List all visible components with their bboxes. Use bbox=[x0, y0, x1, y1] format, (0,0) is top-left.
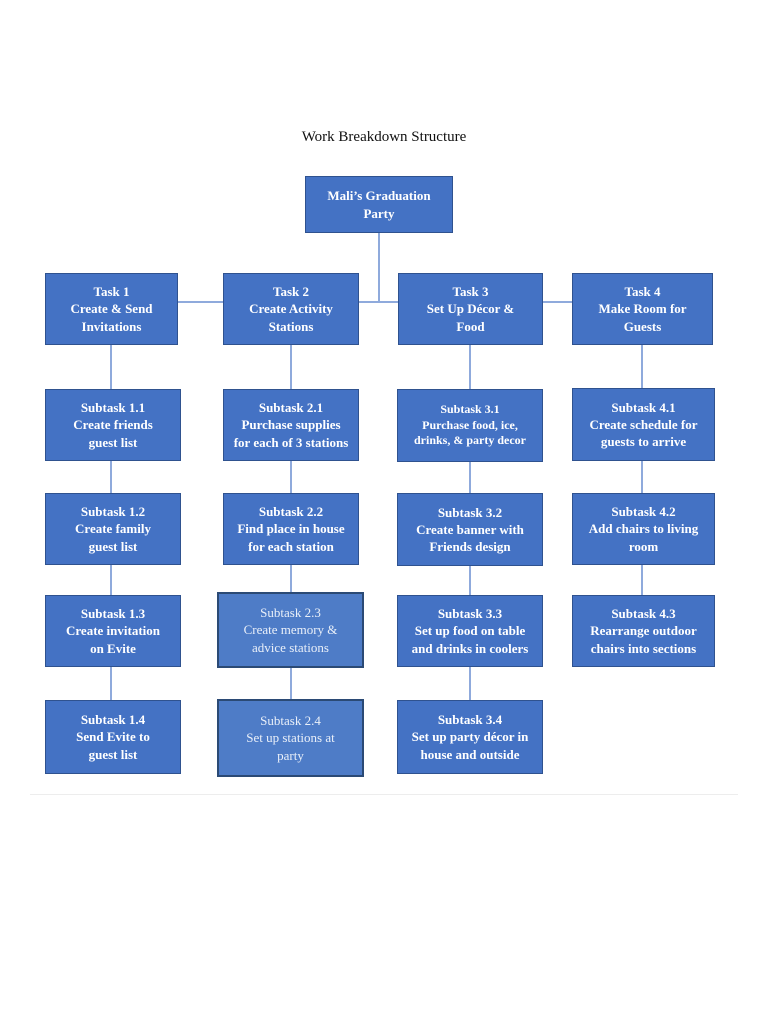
subtask-3-4-node: Subtask 3.4 Set up party décor in house … bbox=[397, 700, 543, 774]
connector-column-4 bbox=[641, 345, 643, 595]
task-3-node: Task 3 Set Up Décor & Food bbox=[398, 273, 543, 345]
subtask-4-1-node: Subtask 4.1 Create schedule for guests t… bbox=[572, 388, 715, 461]
subtask-2-2-node: Subtask 2.2 Find place in house for each… bbox=[223, 493, 359, 565]
subtask-3-1-node: Subtask 3.1 Purchase food, ice, drinks, … bbox=[397, 389, 543, 462]
subtask-2-3-node: Subtask 2.3 Create memory & advice stati… bbox=[217, 592, 364, 668]
subtask-4-3-node: Subtask 4.3 Rearrange outdoor chairs int… bbox=[572, 595, 715, 667]
subtask-4-2-node: Subtask 4.2 Add chairs to living room bbox=[572, 493, 715, 565]
subtask-2-4-node: Subtask 2.4 Set up stations at party bbox=[217, 699, 364, 777]
subtask-3-3-node: Subtask 3.3 Set up food on table and dri… bbox=[397, 595, 543, 667]
subtask-1-2-node: Subtask 1.2 Create family guest list bbox=[45, 493, 181, 565]
subtask-1-1-node: Subtask 1.1 Create friends guest list bbox=[45, 389, 181, 461]
subtask-3-2-node: Subtask 3.2 Create banner with Friends d… bbox=[397, 493, 543, 566]
page-boundary-line bbox=[30, 794, 738, 795]
connector-root-drop bbox=[378, 233, 380, 302]
task-1-node: Task 1 Create & Send Invitations bbox=[45, 273, 178, 345]
subtask-2-1-node: Subtask 2.1 Purchase supplies for each o… bbox=[223, 389, 359, 461]
page-title: Work Breakdown Structure bbox=[301, 129, 467, 145]
task-2-node: Task 2 Create Activity Stations bbox=[223, 273, 359, 345]
subtask-1-4-node: Subtask 1.4 Send Evite to guest list bbox=[45, 700, 181, 774]
task-4-node: Task 4 Make Room for Guests bbox=[572, 273, 713, 345]
connector-task-rail bbox=[178, 301, 572, 303]
subtask-1-3-node: Subtask 1.3 Create invitation on Evite bbox=[45, 595, 181, 667]
root-node: Mali’s Graduation Party bbox=[305, 176, 453, 233]
